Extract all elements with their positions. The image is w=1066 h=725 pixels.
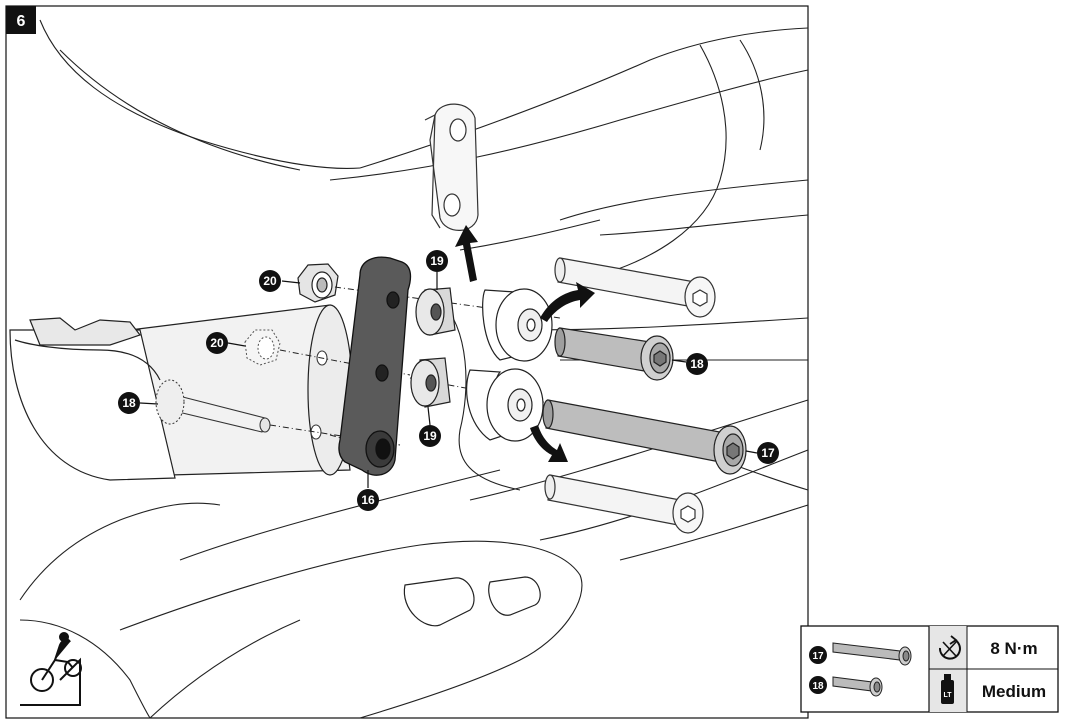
svg-text:18: 18 bbox=[812, 681, 824, 692]
callout-20-lower: 20 bbox=[206, 332, 228, 354]
callout-17: 17 bbox=[757, 442, 779, 464]
svg-text:18: 18 bbox=[690, 357, 704, 371]
spec-bolt-17 bbox=[832, 642, 912, 666]
removed-bolt-upper bbox=[554, 257, 716, 318]
svg-text:18: 18 bbox=[122, 396, 136, 410]
callout-20-upper: 20 bbox=[259, 270, 281, 292]
callout-18-left: 18 bbox=[118, 392, 140, 414]
riser-plate-16 bbox=[338, 256, 412, 476]
step-number: 6 bbox=[17, 13, 26, 30]
spacer-19-lower bbox=[410, 357, 451, 408]
callout-18-right: 18 bbox=[686, 353, 708, 375]
step-badge: 6 bbox=[6, 6, 36, 34]
torque-value: 8 N·m bbox=[990, 639, 1037, 658]
skid-plate-slots bbox=[403, 576, 541, 627]
frame-mount-upper bbox=[482, 288, 553, 362]
bolt-18-right bbox=[554, 327, 674, 381]
callout-leaders bbox=[139, 272, 758, 488]
nut-20-upper bbox=[297, 263, 339, 303]
spec-bolt-18 bbox=[832, 676, 883, 697]
svg-text:17: 17 bbox=[761, 446, 775, 460]
callout-16: 16 bbox=[357, 489, 379, 511]
arrow-up-icon bbox=[455, 225, 478, 282]
callout-19-lower: 19 bbox=[419, 425, 441, 447]
svg-text:17: 17 bbox=[812, 651, 824, 662]
frame-mount-lower bbox=[466, 368, 544, 442]
svg-text:19: 19 bbox=[423, 429, 437, 443]
spec-callout-18: 18 bbox=[809, 676, 827, 694]
torque-wrench-icon bbox=[938, 635, 961, 660]
svg-text:19: 19 bbox=[430, 254, 444, 268]
svg-text:16: 16 bbox=[361, 493, 375, 507]
svg-text:LT: LT bbox=[943, 692, 952, 699]
threadlock-value: Medium bbox=[982, 682, 1046, 701]
original-bracket bbox=[424, 103, 479, 231]
motorcycle-on-stand-icon bbox=[20, 632, 82, 706]
threadlocker-bottle-icon: LT bbox=[941, 674, 954, 704]
spacer-19-upper bbox=[415, 287, 456, 336]
svg-text:20: 20 bbox=[263, 274, 277, 288]
arrow-out-upper-icon bbox=[540, 282, 595, 322]
spec-callout-17: 17 bbox=[809, 646, 827, 664]
bolt-17 bbox=[542, 399, 747, 475]
removal-arrows bbox=[455, 225, 595, 462]
bolt-18-left bbox=[155, 379, 271, 433]
spec-box: 17 18 LT 8 N·m Medium bbox=[800, 625, 1059, 713]
removed-bolt-lower bbox=[544, 474, 704, 534]
callout-19-upper: 19 bbox=[426, 250, 448, 272]
svg-text:20: 20 bbox=[210, 336, 224, 350]
nut-20-ghost bbox=[244, 329, 281, 366]
arrow-out-lower-icon bbox=[530, 425, 568, 462]
